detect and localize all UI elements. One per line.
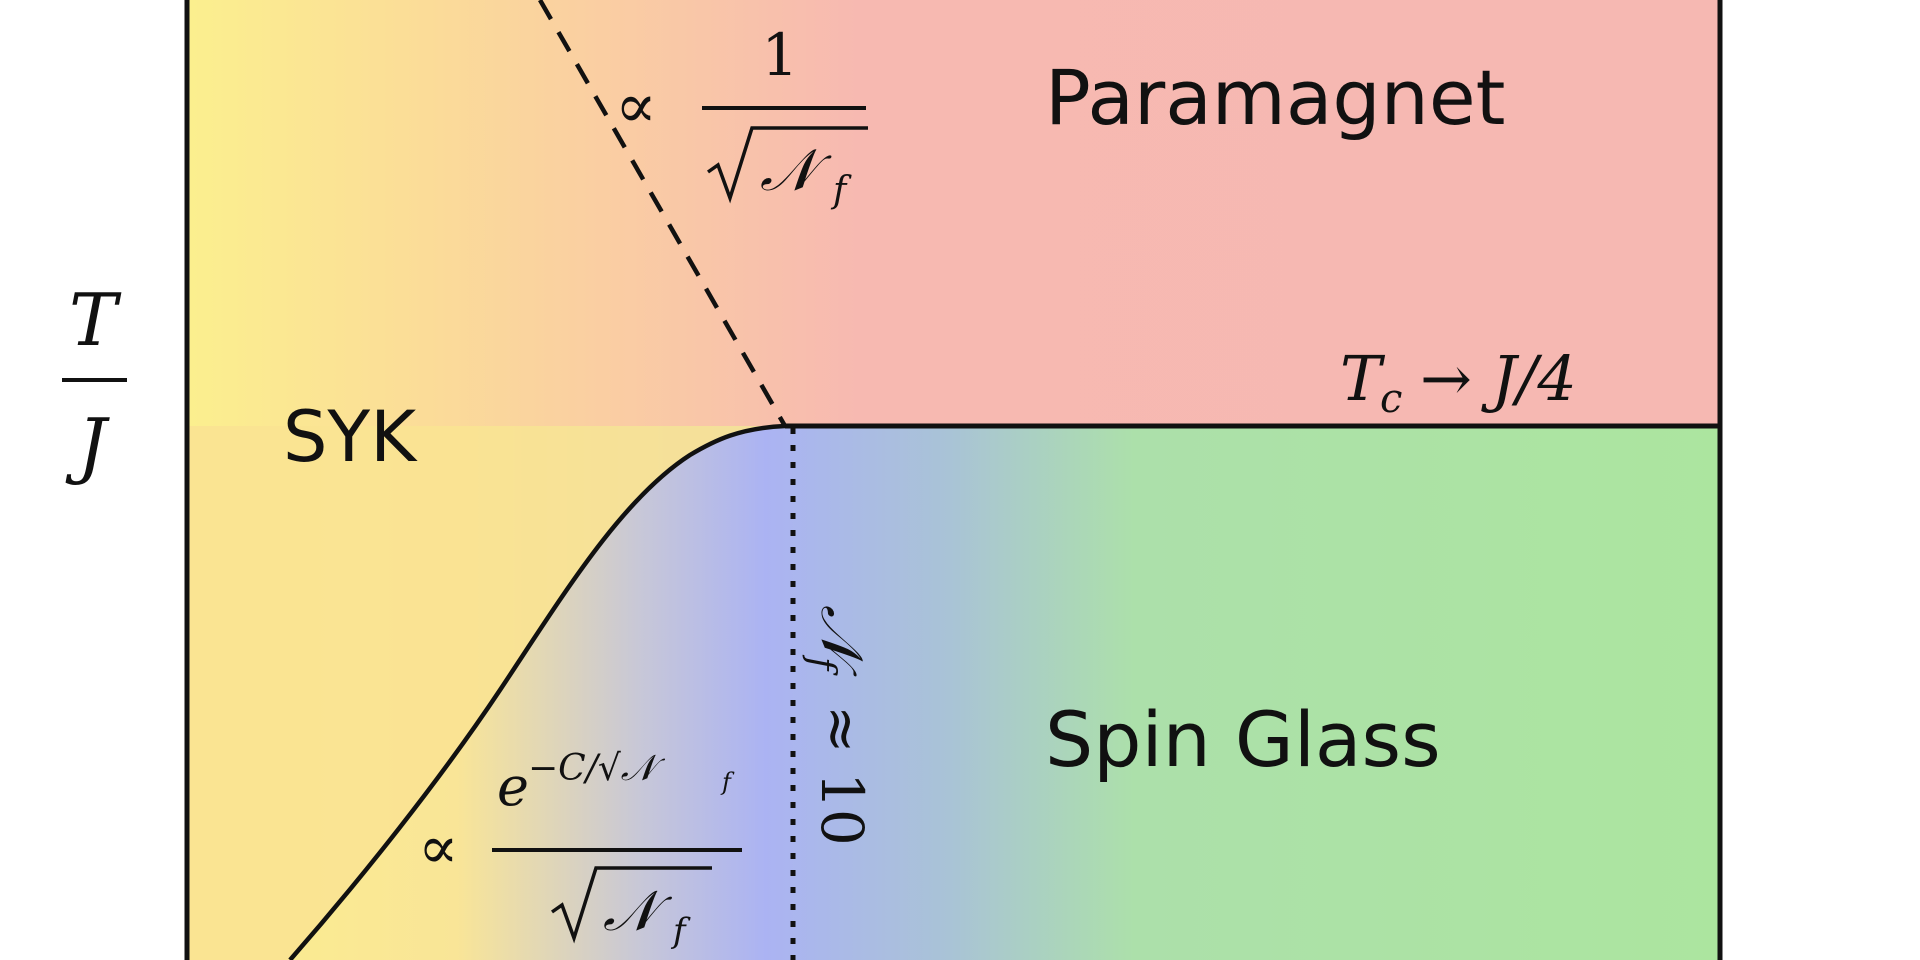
upper-region-fill: [186, 0, 1720, 426]
curve-scaling-annotation: ∝ e −C/√𝒩 f 𝒩 f: [418, 748, 742, 951]
syk-label: SYK: [283, 396, 418, 478]
lower-exp-base: e: [497, 755, 529, 818]
lower-exp-exponent: −C/√𝒩: [528, 748, 666, 789]
tc-subscript: c: [1380, 376, 1402, 422]
y-axis-label-denominator: J: [65, 403, 111, 487]
tc-limit-value: → J/4: [1420, 342, 1577, 415]
tc-symbol: T: [1340, 342, 1386, 415]
dashed-sqrt-sign: [706, 126, 868, 204]
syk-lower-fill: [186, 426, 780, 960]
vertical-threshold-annotation: 𝒩 f ≈ 10: [801, 605, 876, 846]
dashed-crossover-line: [538, 0, 787, 428]
paramagnet-label: Paramagnet: [1045, 53, 1505, 142]
lower-sqrt-sign: [550, 866, 712, 944]
dashed-numerator: 1: [762, 21, 799, 89]
proportional-symbol: ∝: [615, 69, 657, 142]
spin-glass-crossover-curve: [288, 423, 786, 960]
spin-glass-label: Spin Glass: [1045, 695, 1441, 784]
y-axis-label-numerator: T: [69, 278, 122, 362]
threshold-value: ≈ 10: [808, 705, 876, 846]
tc-limit-annotation: T c → J/4: [1340, 342, 1577, 422]
lower-proportional-symbol: ∝: [418, 813, 459, 883]
dashed-line-scaling-annotation: ∝ 1 𝒩 f: [615, 21, 868, 211]
